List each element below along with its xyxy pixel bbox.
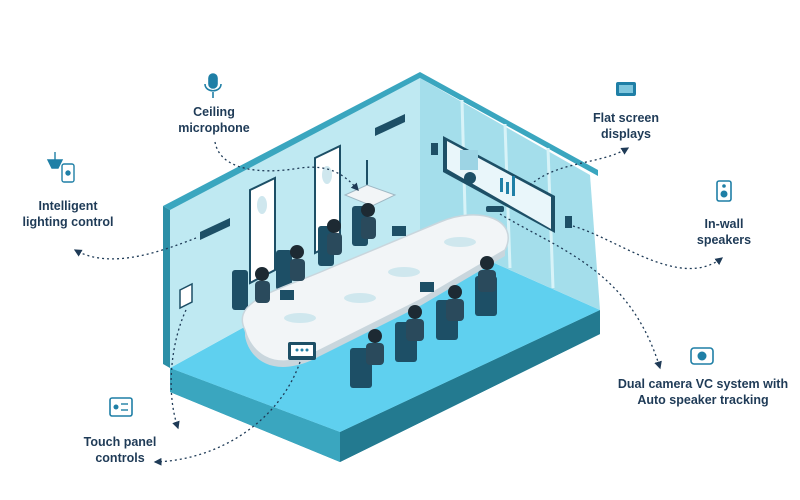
connector-camera [499, 213, 662, 370]
people-front-row [366, 256, 496, 365]
connector-touch-panel-wall [170, 309, 187, 430]
microphone-icon [204, 73, 222, 98]
label-line: Touch panel [83, 435, 157, 449]
ac-unit-left [200, 218, 230, 240]
label-line: Dual camera VC system with [617, 377, 789, 391]
label-line: Intelligent [38, 199, 98, 213]
wall-speaker-left [431, 143, 438, 155]
label-intelligent-lighting-control: Intelligent lighting control [8, 198, 128, 230]
connector-flat-screen [529, 147, 630, 186]
display-icon [616, 82, 636, 96]
vc-camera-device [486, 206, 504, 212]
label-flat-screen-displays: Flat screen displays [578, 110, 674, 142]
laptops [280, 226, 434, 300]
label-dual-camera-vc-system: Dual camera VC system with Auto speaker … [612, 376, 794, 408]
speaker-icon [716, 180, 732, 202]
label-line: Flat screen [592, 111, 659, 125]
label-ceiling-microphone: Ceiling microphone [166, 104, 262, 136]
conference-table [241, 214, 509, 367]
connector-lines [73, 141, 724, 466]
room-base [170, 310, 600, 462]
label-line: In-wall [704, 217, 744, 231]
label-line: microphone [178, 121, 250, 135]
label-line: Auto speaker tracking [637, 393, 769, 407]
connector-touch-panel-table [153, 361, 301, 466]
label-line: Ceiling [193, 105, 235, 119]
table-touch-panel-device [288, 342, 316, 360]
touch-panel-icon [109, 397, 133, 417]
flat-screen-display [443, 136, 555, 233]
label-line: controls [95, 451, 145, 465]
label-in-wall-speakers: In-wall speakers [688, 216, 760, 248]
label-touch-panel-controls: Touch panel controls [72, 434, 168, 466]
connector-ceiling-microphone [214, 141, 359, 191]
connector-speakers [572, 225, 724, 270]
wall-panel-left [249, 176, 276, 285]
label-line: speakers [696, 233, 752, 247]
label-line: displays [600, 127, 652, 141]
wall-touch-panel [179, 282, 193, 310]
ac-unit-right [375, 114, 405, 136]
wall-speaker-right [565, 216, 572, 228]
label-line: lighting control [22, 215, 114, 229]
lighting-icon [46, 152, 75, 183]
people-back-row [255, 203, 376, 303]
camera-icon [690, 347, 714, 365]
